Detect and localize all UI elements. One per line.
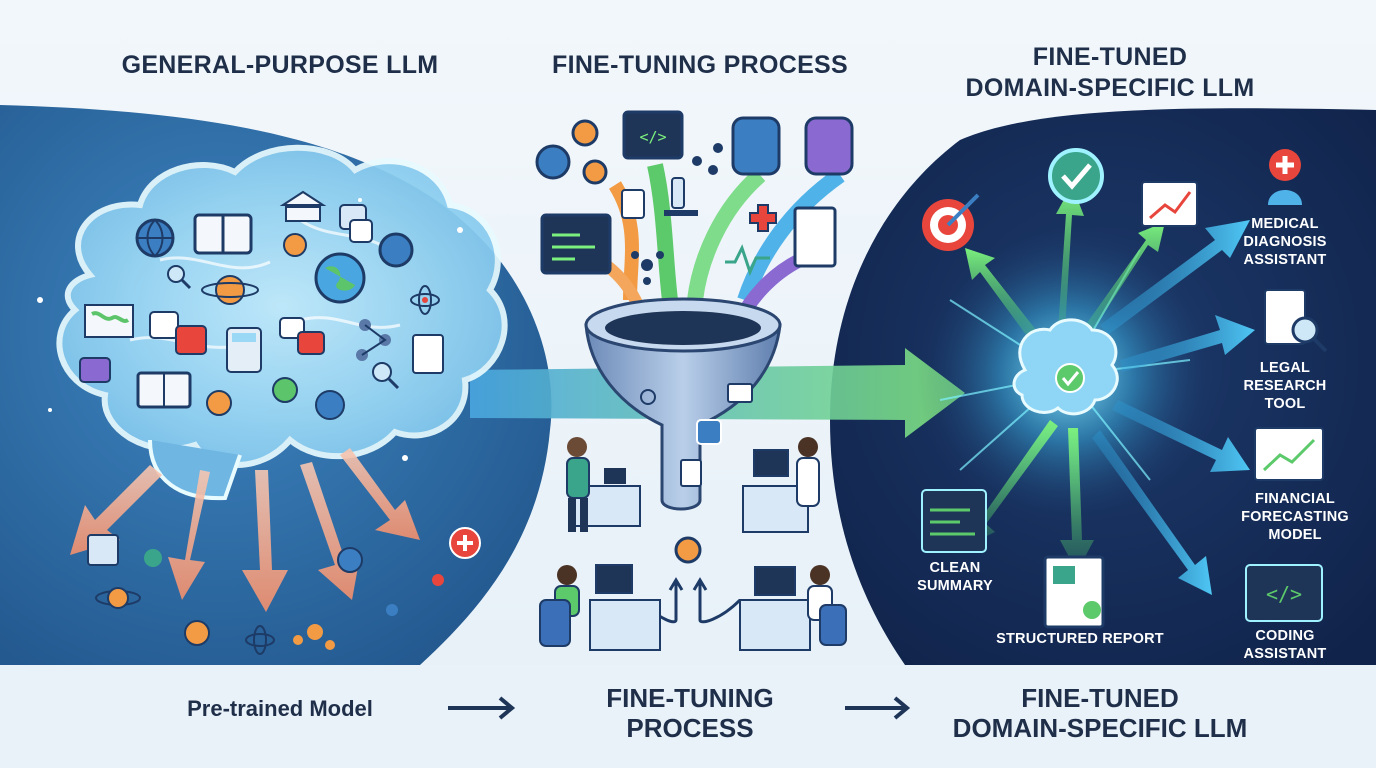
svg-text:</>: </> — [639, 128, 666, 146]
earth-icon — [314, 252, 366, 304]
database-icon — [731, 116, 854, 176]
code-window-icon: </> — [622, 110, 684, 160]
desk-globe-icon — [315, 390, 345, 420]
flow-step-finetuned-line2: DOMAIN-SPECIFIC LLM — [952, 713, 1248, 743]
hub-icon — [631, 251, 664, 285]
growth-chart-icon — [1141, 181, 1198, 227]
gear-icons — [535, 119, 608, 185]
search-lens-icon — [372, 362, 400, 390]
map-icon — [84, 304, 134, 338]
chat-icon — [279, 317, 325, 355]
bottom-flow-bar — [0, 665, 1376, 768]
sparkle-icons — [37, 198, 463, 461]
calculator-icon — [226, 327, 262, 373]
financial-chart-icon — [1254, 427, 1324, 481]
report-icon — [793, 206, 837, 268]
bug-icon — [272, 377, 298, 403]
medical-icon — [1268, 149, 1302, 205]
coding-label: CODING ASSISTANT — [1243, 628, 1327, 662]
network-icon — [692, 143, 723, 175]
molecule-icon — [356, 319, 391, 361]
flow-step-finetuning-line1: FINE-TUNING — [606, 683, 774, 713]
left-header: GENERAL-PURPOSE LLM — [121, 51, 439, 79]
chair-icon — [79, 357, 111, 383]
museum-icon — [279, 190, 327, 222]
people-workstations — [539, 437, 847, 651]
middle-header: FINE-TUNING PROCESS — [552, 51, 848, 79]
scattered-small-icons — [87, 527, 481, 655]
checkmark-icon — [1048, 148, 1104, 204]
structured-report-icon — [1043, 555, 1105, 629]
right-header-line1: FINE-TUNED — [1032, 43, 1188, 71]
planet-icon — [283, 233, 307, 257]
legal-label: LEGAL RESEARCH TOOL — [1243, 360, 1327, 412]
bottom-flow-arrows — [448, 696, 911, 720]
pulse-icon — [725, 244, 770, 277]
orange-planet-icon — [206, 390, 232, 416]
summary-window-icon — [921, 489, 987, 553]
right-header-line2: DOMAIN-SPECIFIC LLM — [965, 74, 1255, 102]
flow-step-finetuned-line1: FINE-TUNED — [1021, 683, 1179, 713]
medical-label: MEDICAL DIAGNOSIS ASSISTANT — [1243, 216, 1327, 268]
code-icon: </> — [1245, 564, 1323, 622]
svg-text:</>: </> — [1266, 582, 1302, 606]
medical-cross-icon — [749, 204, 777, 232]
clean-summary-label: CLEAN SUMMARY — [917, 560, 993, 594]
notes-icon — [621, 189, 645, 219]
legal-document-icon — [1264, 289, 1328, 353]
open-book-icon — [136, 371, 192, 409]
fine-tuned-brain-icon — [1012, 318, 1119, 416]
microscope-icon — [664, 177, 698, 216]
translate-icon — [339, 204, 373, 243]
funnel-icon — [584, 297, 782, 511]
book-icon — [193, 213, 253, 255]
flow-step-pretrained: Pre-trained Model — [187, 696, 373, 721]
terminal-icon — [540, 213, 612, 275]
flow-step-finetuning-line2: PROCESS — [626, 713, 754, 743]
globe-icon — [135, 218, 175, 258]
financial-label: FINANCIAL FORECASTING MODEL — [1241, 491, 1349, 543]
atom-icon — [410, 285, 440, 315]
structured-report-label: STRUCTURED REPORT — [996, 631, 1164, 647]
language-icon — [149, 311, 207, 355]
document-icon — [412, 334, 444, 374]
target-icon — [922, 193, 980, 251]
magnifier-icon — [167, 265, 192, 290]
world-globe-icon — [378, 232, 414, 268]
saturn-icon — [201, 275, 259, 305]
